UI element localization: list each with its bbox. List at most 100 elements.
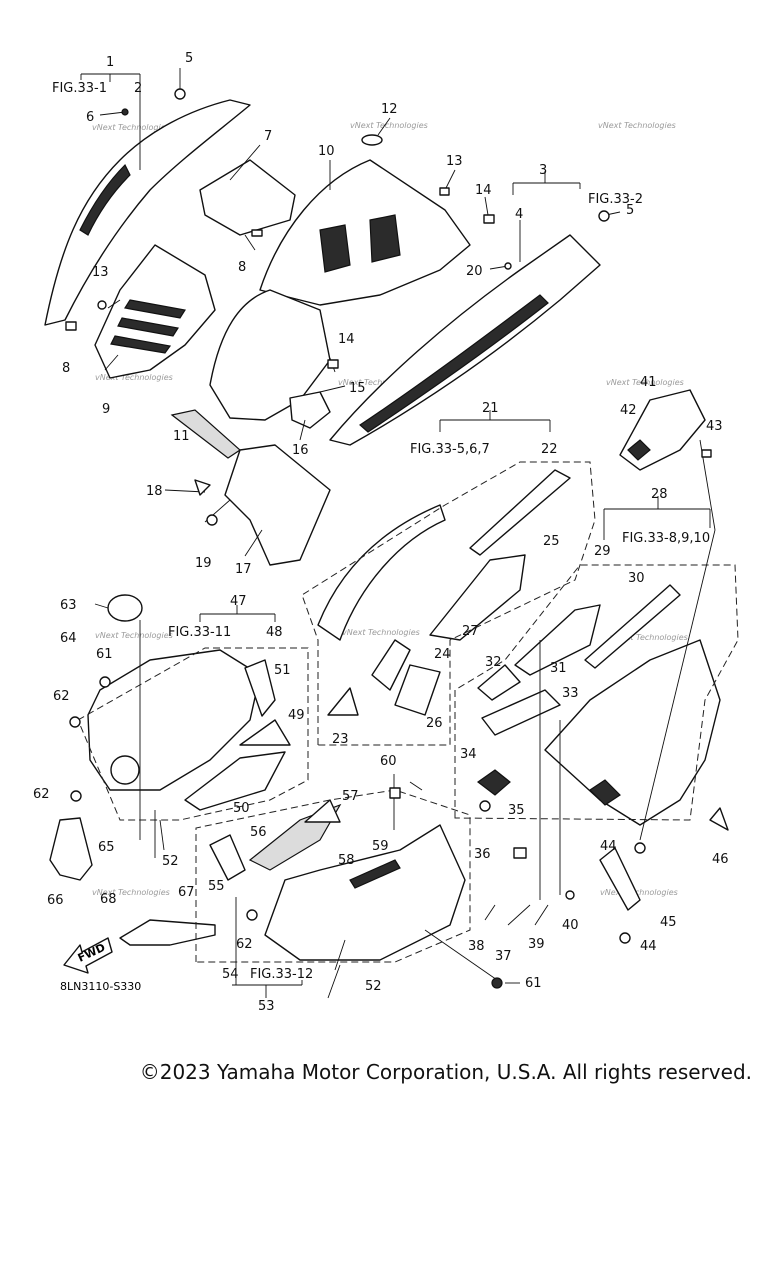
part-mat-27 (429, 554, 526, 641)
part-lower-shell (264, 824, 466, 961)
callout-2: 2 (134, 81, 142, 96)
callouts: 1 2 3 4 5 5 6 7 8 8 9 10 11 12 13 13 14 … (33, 51, 729, 1010)
figref-33-5-6-7: FIG.33-5,6,7 (410, 442, 490, 457)
callout-62-center: 62 (236, 937, 253, 952)
watermark: vNext Technologies (350, 121, 428, 130)
part-clip-45 (599, 847, 641, 911)
part-nut-36 (513, 847, 527, 859)
watermark: vNext Technologies (598, 121, 676, 130)
group-outline-54 (195, 789, 471, 963)
part-hull-side-vent (589, 779, 621, 806)
callout-4: 4 (515, 207, 523, 222)
part-grate-34 (476, 769, 511, 796)
part-side-cowl-4-stripe (359, 294, 549, 433)
figref-33-2: FIG.33-2 (588, 192, 643, 207)
callout-8-center: 8 (238, 260, 246, 275)
part-trim-67 (119, 919, 216, 946)
callout-18: 18 (146, 484, 163, 499)
part-clip-8a (65, 321, 77, 331)
part-clip-62a (69, 716, 81, 728)
callout-11: 11 (173, 429, 190, 444)
part-hood-center (209, 289, 331, 421)
callout-63: 63 (60, 598, 77, 613)
part-clip-19 (206, 514, 218, 526)
part-panel-57 (304, 799, 341, 823)
storage-tub-parts (49, 594, 291, 946)
watermark: vNext Technologies (606, 378, 684, 387)
part-upper-cowl-left-trim (79, 163, 131, 236)
callout-5-right: 5 (626, 203, 634, 218)
part-nut-60 (389, 787, 401, 799)
watermark: vNext Technologies (92, 123, 170, 132)
callout-29: 29 (594, 544, 611, 559)
callout-57: 57 (342, 789, 359, 804)
parts-diagram: vNext Technologies vNext Technologies vN… (33, 51, 739, 1010)
watermark: vNext Technologies (95, 373, 173, 382)
part-clip-5b (598, 210, 610, 222)
callout-24: 24 (434, 647, 451, 662)
callout-12: 12 (381, 102, 398, 117)
callout-62-left-upper: 62 (53, 689, 70, 704)
callout-17: 17 (235, 562, 252, 577)
part-screw-20 (504, 262, 512, 270)
part-lid-42 (627, 439, 651, 461)
watermark: vNext Technologies (342, 628, 420, 637)
part-mat-30 (584, 584, 681, 669)
part-gasket-63 (107, 594, 143, 622)
callout-67: 67 (178, 885, 195, 900)
part-tie-52a (159, 819, 165, 851)
part-washer-40 (565, 890, 575, 900)
callout-7: 7 (264, 129, 272, 144)
part-mat-31 (514, 604, 601, 676)
part-clip-44b (619, 932, 631, 944)
part-side-cowl-4 (329, 234, 601, 446)
fwd-arrow-icon (63, 937, 113, 974)
callout-16: 16 (292, 443, 309, 458)
copyright-notice: ©2023 Yamaha Motor Corporation, U.S.A. A… (139, 1060, 752, 1084)
figref-33-8-9-10: FIG.33-8,9,10 (622, 531, 710, 546)
part-hose-37 (507, 904, 531, 926)
callout-22: 22 (541, 442, 558, 457)
part-nut-43 (701, 449, 712, 458)
callout-61-left: 61 (96, 647, 113, 662)
part-cap-12 (361, 134, 383, 146)
part-panel-7 (199, 159, 296, 236)
part-mat-23 (327, 687, 359, 716)
part-bracket-55 (209, 834, 246, 881)
callout-43: 43 (706, 419, 723, 434)
callout-65: 65 (98, 840, 115, 855)
group-outlines (77, 461, 739, 963)
part-clip-8b (251, 229, 263, 237)
figref-33-1: FIG.33-1 (52, 81, 107, 96)
part-clip-62b (70, 790, 82, 802)
callout-25: 25 (543, 534, 560, 549)
lower-center-parts (209, 799, 466, 961)
part-nut-14b (327, 359, 339, 369)
callout-51: 51 (274, 663, 291, 678)
part-lid-41 (619, 389, 706, 471)
callout-38: 38 (468, 939, 485, 954)
callout-41: 41 (640, 375, 657, 390)
callout-28: 28 (651, 487, 668, 502)
callout-58: 58 (338, 853, 355, 868)
part-upper-deck-10 (259, 159, 471, 306)
callout-42: 42 (620, 403, 637, 418)
figref-33-11: FIG.33-11 (168, 625, 231, 640)
callout-31: 31 (550, 661, 567, 676)
part-clip-35 (479, 800, 491, 812)
callout-53: 53 (258, 999, 275, 1010)
part-nut-14a (483, 214, 495, 224)
callout-49: 49 (288, 708, 305, 723)
callout-59: 59 (372, 839, 389, 854)
diagram-code: 8LN3110-S330 (60, 980, 141, 993)
callout-40: 40 (562, 918, 579, 933)
callout-6: 6 (86, 110, 94, 125)
callout-52-bottom: 52 (365, 979, 382, 994)
callout-68: 68 (100, 892, 117, 907)
part-upper-cowl-left (44, 99, 251, 326)
part-hull-side (544, 639, 721, 826)
figref-33-12: FIG.33-12 (250, 967, 313, 982)
callout-27: 27 (462, 624, 479, 639)
part-tie-52b (327, 964, 341, 999)
callout-48: 48 (266, 625, 283, 640)
